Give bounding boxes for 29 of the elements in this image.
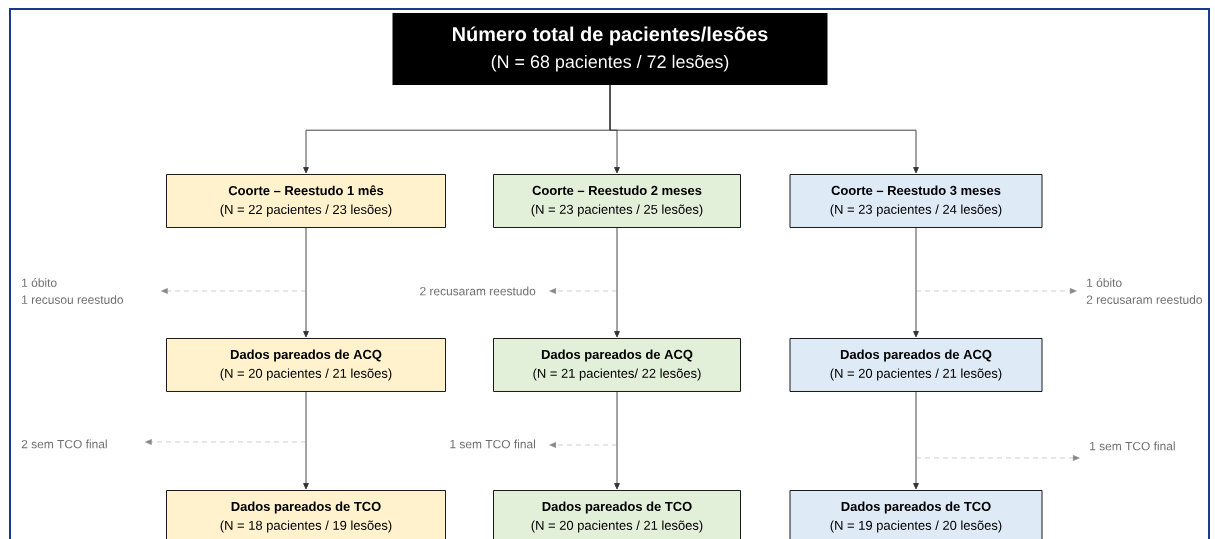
process-box: Dados pareados de ACQ (N = 20 pacientes / 21 lesões) <box>789 338 1043 392</box>
dropout-arrow <box>549 288 618 294</box>
dropout-note: 1 sem TCO final <box>1090 441 1175 451</box>
process-box: Dados pareados de TCO (N = 20 pacientes / 21 lesões) <box>493 490 741 539</box>
arrow <box>913 227 919 338</box>
arrow <box>303 227 309 338</box>
process-box: Dados pareados de ACQ (N = 21 pacientes/ 22 lesões) <box>493 338 741 392</box>
dropout-note: 1 óbito 1 recusou reestudo <box>22 278 124 304</box>
dropout-arrow <box>915 288 1077 294</box>
dropout-arrow <box>145 439 307 445</box>
dropout-note: 1 sem TCO final <box>450 439 535 449</box>
dropout-note: 2 recusaram reestudo <box>420 286 536 296</box>
process-box: Coorte – Reestudo 1 mês (N = 22 pacientes / 23 lesões) <box>166 174 446 228</box>
process-box: Coorte – Reestudo 2 meses (N = 23 pacientes / 25 lesões) <box>493 174 741 228</box>
arrow <box>614 391 620 490</box>
arrow <box>614 227 620 338</box>
arrow <box>303 391 309 490</box>
title-box: Número total de pacientes/lesões (N = 68 pacientes / 72 lesões) <box>392 13 828 85</box>
process-box: Coorte – Reestudo 3 meses (N = 23 pacientes / 24 lesões) <box>789 174 1043 228</box>
process-box: Dados pareados de TCO (N = 18 pacientes / 19 lesões) <box>166 490 446 539</box>
dropout-note: 2 sem TCO final <box>21 439 107 449</box>
dropout-note: 1 óbito 2 recusaram reestudo <box>1086 278 1202 304</box>
dropout-arrow <box>915 455 1080 461</box>
arrow <box>913 391 919 490</box>
process-box: Dados pareados de TCO (N = 19 pacientes / 20 lesões) <box>789 490 1043 539</box>
arrow <box>609 84 919 174</box>
process-box: Dados pareados de ACQ (N = 20 pacientes / 21 lesões) <box>166 338 446 392</box>
dropout-arrow <box>161 288 307 294</box>
dropout-arrow <box>549 442 618 448</box>
